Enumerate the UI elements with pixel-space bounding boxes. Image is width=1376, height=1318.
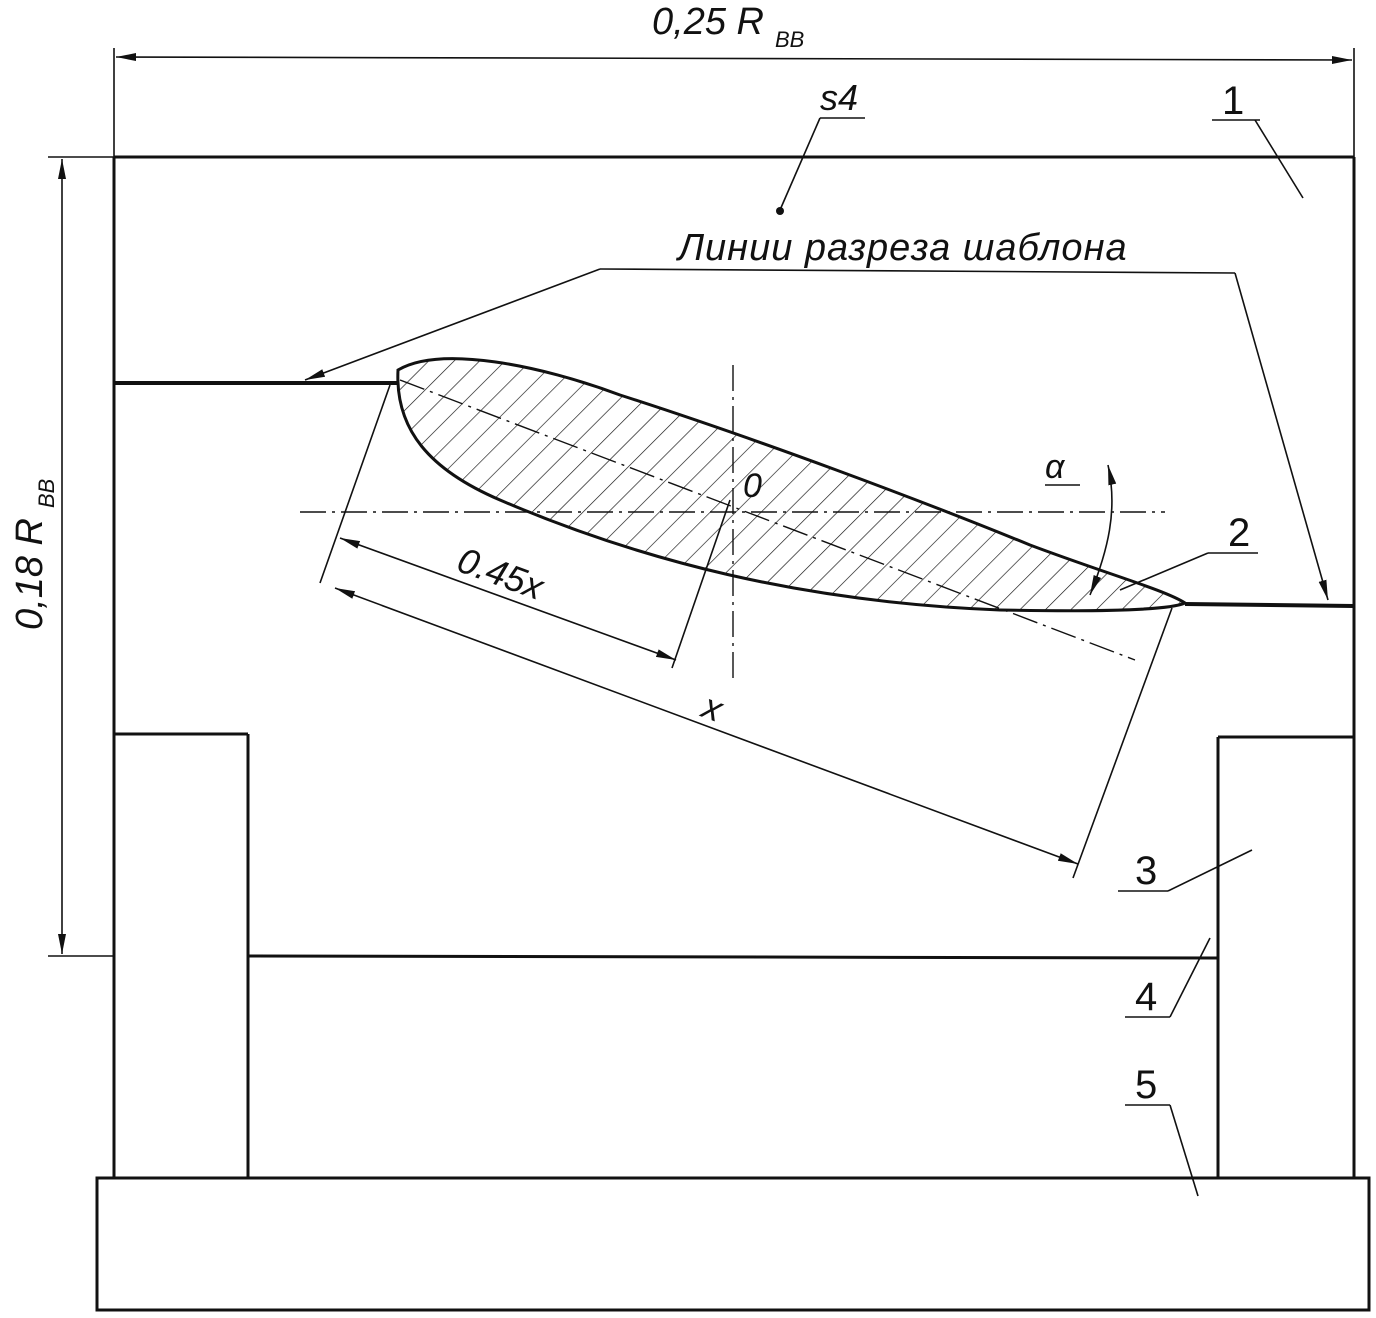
dim-height-subscript: BB — [34, 479, 59, 508]
cut-lines — [114, 381, 1355, 608]
alpha-angle: α — [1045, 448, 1117, 596]
dimension-height: 0,18 R BB — [9, 156, 114, 957]
template-frame — [95, 155, 1371, 1312]
part-number-3: 3 — [1135, 849, 1157, 893]
dim-x-label: x — [695, 684, 730, 730]
part-callout-3: 3 — [1118, 849, 1253, 893]
dim-height-label: 0,18 R — [9, 518, 51, 630]
part-callout-2: 2 — [1119, 511, 1258, 591]
part-number-1: 1 — [1222, 79, 1244, 123]
origin-label: 0 — [743, 467, 762, 505]
dim-width-label: 0,25 R — [652, 1, 764, 43]
dim-width-subscript: BB — [775, 27, 804, 52]
dim-045x-label: 0.45x — [452, 539, 551, 608]
part-number-4: 4 — [1135, 975, 1157, 1019]
cut-lines-label: Линии разреза шаблона — [675, 227, 1128, 269]
cut-lines-callout: Линии разреза шаблона — [304, 227, 1329, 601]
part-number-5: 5 — [1135, 1063, 1157, 1107]
part-callout-5: 5 — [1125, 1063, 1199, 1197]
part-number-2: 2 — [1228, 511, 1250, 555]
alpha-label: α — [1045, 448, 1066, 486]
s4-callout: s4 — [776, 77, 865, 215]
part-callout-4: 4 — [1125, 937, 1211, 1019]
part-callout-1: 1 — [1212, 79, 1304, 199]
s4-label: s4 — [820, 77, 858, 118]
dimension-width: 0,25 R BB — [113, 1, 1355, 157]
